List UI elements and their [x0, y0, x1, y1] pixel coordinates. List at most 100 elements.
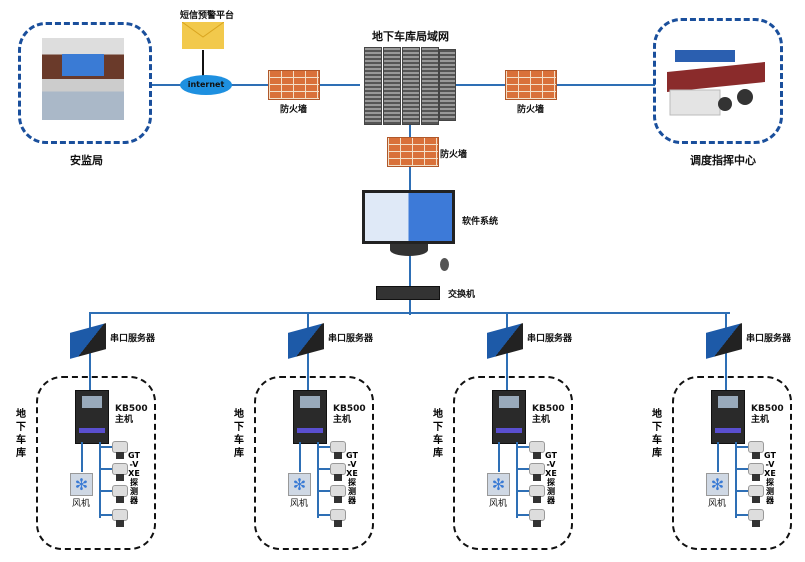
firewall-icon: [387, 137, 439, 167]
detector-label: GT-VXE探测器: [346, 451, 358, 505]
gas-detector-icon: [529, 463, 545, 481]
serial-server-icon: [706, 323, 742, 359]
connection-line: [735, 468, 749, 470]
connection-line: [99, 446, 113, 448]
bus-line: [90, 312, 730, 314]
connection-line: [506, 360, 508, 390]
software-label: 软件系统: [462, 217, 499, 227]
connection-line: [317, 446, 331, 448]
gas-detector-icon: [748, 509, 764, 527]
connection-line: [516, 442, 518, 518]
connection-line: [516, 468, 530, 470]
gas-detector-icon: [529, 441, 545, 459]
connection-line: [99, 442, 101, 518]
gas-detector-icon: [529, 485, 545, 503]
fan-icon: ✻: [288, 473, 311, 496]
safety-bureau-label: 安监局: [70, 154, 103, 167]
host-label: KB500 主机: [115, 404, 148, 425]
fan-label: 风机: [708, 499, 727, 509]
fan-icon: ✻: [487, 473, 510, 496]
connection-line: [81, 442, 83, 472]
kb500-host-icon: [293, 390, 327, 444]
envelope-icon: [181, 21, 225, 49]
host-label: KB500 主机: [532, 404, 565, 425]
garage-box: [453, 376, 573, 550]
serial-server-label: 串口服务器: [328, 334, 374, 344]
gas-detector-icon: [748, 463, 764, 481]
connection-line: [99, 514, 113, 516]
dispatch-center-label: 调度指挥中心: [690, 154, 756, 167]
area-label: 地下车库: [652, 409, 662, 459]
monitor-icon: [362, 190, 455, 244]
gas-detector-icon: [330, 485, 346, 503]
fan-icon: ✻: [706, 473, 729, 496]
connection-line: [99, 468, 113, 470]
detector-label: GT-VXE探测器: [764, 451, 776, 505]
connection-line: [735, 490, 749, 492]
internet-cloud: internet: [180, 75, 232, 95]
serial-server-label: 串口服务器: [527, 334, 573, 344]
gas-detector-icon: [529, 509, 545, 527]
server-rack-icon: [402, 47, 420, 125]
connection-line: [735, 446, 749, 448]
dispatch-center-box: [653, 18, 783, 144]
detector-label: GT-VXE探测器: [545, 451, 557, 505]
area-label: 地下车库: [16, 409, 26, 459]
gas-detector-icon: [112, 509, 128, 527]
firewall-label: 防火墙: [517, 105, 545, 115]
link-bureau-lan: [150, 84, 360, 86]
server-rack-icon: [439, 49, 456, 121]
server-rack-icon: [383, 47, 401, 125]
connection-line: [735, 514, 749, 516]
serial-server-label: 串口服务器: [110, 334, 156, 344]
firewall-icon: [268, 70, 320, 100]
firewall-label: 防火墙: [440, 150, 468, 160]
kb500-host-icon: [492, 390, 526, 444]
garage-box: [254, 376, 374, 550]
serial-server-label: 串口服务器: [746, 334, 792, 344]
gas-detector-icon: [330, 441, 346, 459]
gas-detector-icon: [330, 463, 346, 481]
firewall-icon: [505, 70, 557, 100]
switch-icon: [376, 286, 440, 300]
kb500-host-icon: [711, 390, 745, 444]
garage-box: [36, 376, 156, 550]
fan-label: 风机: [290, 499, 309, 509]
gas-detector-icon: [748, 485, 764, 503]
control-room-image: [42, 38, 124, 120]
connection-line: [717, 442, 719, 472]
mouse-icon: [440, 258, 449, 271]
connection-line: [317, 514, 331, 516]
host-label: KB500 主机: [751, 404, 784, 425]
area-label: 地下车库: [234, 409, 244, 459]
switch-label: 交换机: [448, 290, 476, 300]
connection-line: [299, 442, 301, 472]
connection-line: [317, 468, 331, 470]
gas-detector-icon: [112, 463, 128, 481]
fan-label: 风机: [489, 499, 508, 509]
connection-line: [516, 446, 530, 448]
gas-detector-icon: [748, 441, 764, 459]
gas-detector-icon: [112, 441, 128, 459]
garage-box: [672, 376, 792, 550]
host-label: KB500 主机: [333, 404, 366, 425]
fan-label: 风机: [72, 499, 91, 509]
serial-server-icon: [70, 323, 106, 359]
fan-icon: ✻: [70, 473, 93, 496]
connection-line: [735, 442, 737, 518]
connection-line: [317, 490, 331, 492]
firewall-label: 防火墙: [280, 105, 308, 115]
connection-line: [89, 360, 91, 390]
area-label: 地下车库: [433, 409, 443, 459]
kb500-host-icon: [75, 390, 109, 444]
monitor-stand: [390, 244, 428, 256]
safety-bureau-box: [18, 22, 152, 144]
server-rack-icon: [421, 47, 439, 125]
connection-line: [725, 360, 727, 390]
gas-detector-icon: [330, 509, 346, 527]
connection-line: [516, 514, 530, 516]
serial-server-icon: [288, 323, 324, 359]
sms-platform-label: 短信预警平台: [180, 11, 235, 21]
dispatch-desk-image: [665, 42, 767, 120]
